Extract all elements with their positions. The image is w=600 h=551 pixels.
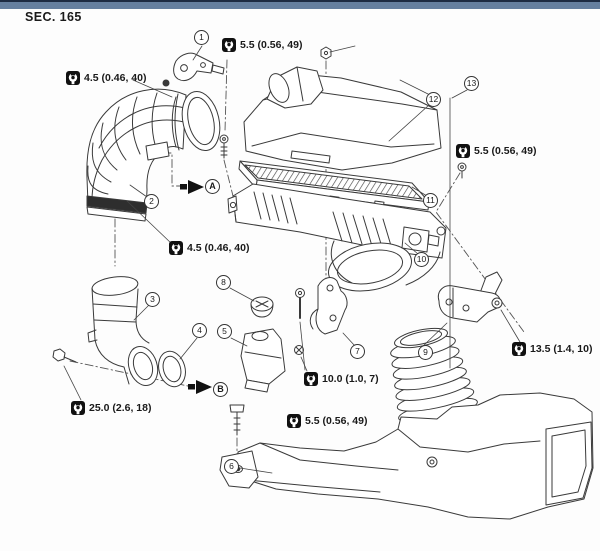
view-arrow-b-icon [188, 380, 212, 394]
window-top-bar [0, 0, 600, 9]
wrench-icon [304, 372, 318, 386]
center-bracket [309, 277, 348, 335]
callout-7: 7 [350, 344, 365, 359]
mount-grommet [250, 296, 274, 318]
view-label-b: B [213, 382, 228, 397]
section-label: SEC. 165 [25, 10, 82, 24]
callout-9: 9 [418, 345, 433, 360]
case-stud-bolt [457, 162, 467, 179]
duct-screw [229, 404, 245, 436]
resonator-bracket [240, 328, 286, 393]
torque-spec-center-bracket-bolts: 10.0 (1.0, 7) [304, 372, 379, 386]
resonator-hex-bolt [52, 348, 77, 363]
wrench-icon [71, 401, 85, 415]
torque-spec-right-bracket-bolt: 13.5 (1.4, 10) [512, 342, 592, 356]
duct-mouth [545, 421, 593, 506]
callout-8: 8 [216, 275, 231, 290]
duct-stud-bolt [219, 134, 229, 159]
duct-mounting-bracket [162, 52, 225, 87]
torque-spec-duct-clamp-top: 4.5 (0.46, 40) [66, 71, 146, 85]
wrench-icon [222, 38, 236, 52]
inlet-tube-gasket [158, 350, 186, 388]
right-bracket-bolt [491, 297, 503, 309]
center-bracket-screw [294, 345, 304, 355]
callout-10: 10 [414, 252, 429, 267]
duct-nipple [145, 141, 170, 161]
callout-6: 6 [224, 459, 239, 474]
wrench-icon [512, 342, 526, 356]
lower-air-duct [219, 327, 594, 520]
view-label-a: A [205, 179, 220, 194]
resonator-flange [127, 345, 159, 387]
callout-11: 11 [423, 193, 438, 208]
cover-nut [320, 46, 332, 60]
callout-12: 12 [426, 92, 441, 107]
torque-spec-resonator-bolt: 25.0 (2.6, 18) [71, 401, 151, 415]
center-bracket-bolt [295, 288, 305, 319]
torque-spec-case-bolt-right: 5.5 (0.56, 49) [456, 144, 536, 158]
wrench-icon [169, 241, 183, 255]
callout-4: 4 [192, 323, 207, 338]
corrugated-intake-duct [86, 88, 221, 222]
callout-2: 2 [144, 194, 159, 209]
wrench-icon [66, 71, 80, 85]
bracket-bolt-dot [162, 79, 170, 87]
callout-13: 13 [464, 76, 479, 91]
wrench-icon [456, 144, 470, 158]
leader-lines [63, 45, 521, 474]
callout-1: 1 [194, 30, 209, 45]
resonator [87, 276, 159, 387]
right-bracket [437, 271, 503, 323]
air-cleaner-upper-cover [243, 66, 442, 171]
torque-spec-lower-duct-screw: 5.5 (0.56, 49) [287, 414, 367, 428]
view-arrow-a-icon [180, 180, 204, 194]
callout-5: 5 [217, 324, 232, 339]
torque-spec-duct-clamp-bottom: 4.5 (0.46, 40) [169, 241, 249, 255]
case-outlet [328, 242, 412, 292]
wrench-icon [287, 414, 301, 428]
air-filter-element [238, 160, 430, 211]
torque-spec-cover-nut-top: 5.5 (0.56, 49) [222, 38, 302, 52]
callout-3: 3 [145, 292, 160, 307]
